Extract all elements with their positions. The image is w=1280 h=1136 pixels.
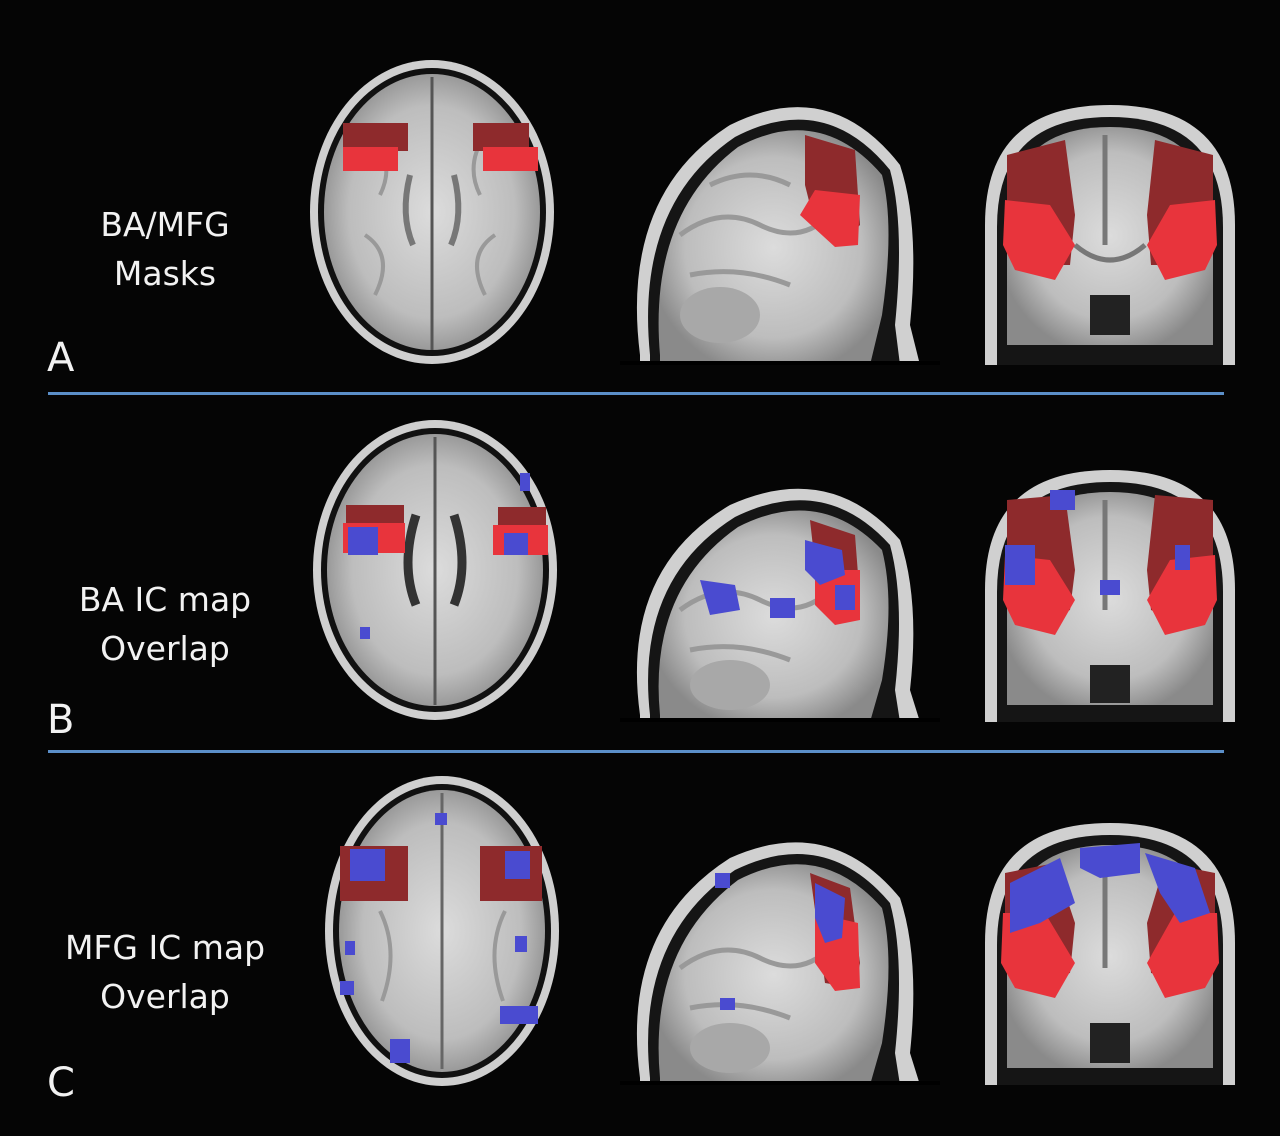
- row-label-c-line2: Overlap: [100, 977, 230, 1016]
- row-label-a: BA/MFG Masks: [40, 200, 290, 298]
- row-label-c: MFG IC map Overlap: [40, 923, 290, 1021]
- sagittal-brain-image-c: [620, 842, 940, 1085]
- panel-b: BA IC map Overlap B: [0, 395, 1280, 750]
- axial-brain-image-b: [313, 420, 557, 720]
- panel-a: BA/MFG Masks A: [0, 0, 1280, 390]
- row-label-a-line2: Masks: [113, 254, 217, 293]
- coronal-brain-image-c: [985, 823, 1235, 1085]
- panel-c: MFG IC map Overlap C: [0, 753, 1280, 1136]
- divider-bc: [48, 750, 1224, 753]
- axial-brain-image-a: [310, 60, 554, 364]
- row-label-b-line1: BA IC map: [78, 580, 252, 619]
- panel-letter-b: B: [47, 697, 75, 743]
- panel-letter-c: C: [47, 1060, 75, 1106]
- coronal-brain-image-a: [985, 105, 1235, 365]
- divider-ab: [48, 392, 1224, 395]
- row-label-a-line1: BA/MFG: [100, 205, 230, 244]
- sagittal-brain-image-b: [620, 488, 940, 722]
- coronal-brain-image-b: [985, 470, 1235, 722]
- axial-brain-image-c: [325, 776, 559, 1086]
- row-label-b: BA IC map Overlap: [40, 575, 290, 673]
- panel-letter-a: A: [47, 335, 75, 381]
- sagittal-brain-image-a: [620, 107, 940, 365]
- row-label-c-line1: MFG IC map: [64, 928, 266, 967]
- row-label-b-line2: Overlap: [100, 629, 230, 668]
